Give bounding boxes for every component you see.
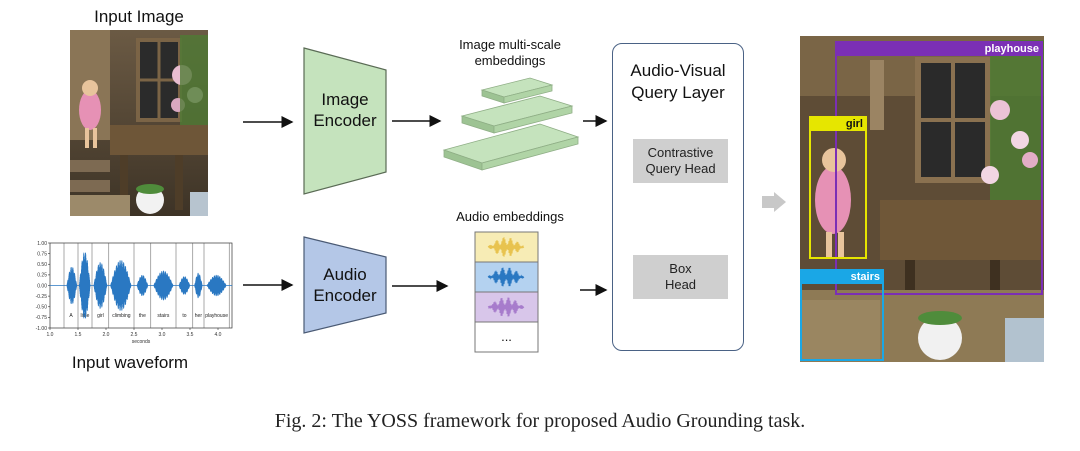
waveform-ytick-label: 0.75: [37, 251, 47, 257]
box-head-line2: Head: [664, 277, 697, 292]
waveform-ytick-label: -1.00: [36, 326, 48, 332]
detection-box-playhouse: [835, 41, 1043, 295]
waveform-ytick-label: 1.00: [37, 241, 47, 247]
image-encoder-label: Image Encoder: [304, 89, 386, 131]
output-arrow: [762, 192, 786, 212]
embedding-slab-medium: [460, 95, 574, 134]
waveform-ytick-label: 0.50: [37, 262, 47, 268]
waveform-xtick-label: 3.5: [187, 332, 194, 338]
waveform-ytick-label: -0.50: [36, 305, 48, 311]
waveform-xtick-label: 3.0: [159, 332, 166, 338]
figure-caption: Fig. 2: The YOSS framework for proposed …: [274, 410, 806, 432]
waveform-word-label: her: [195, 313, 203, 319]
audio-embedding-empty: [474, 321, 539, 353]
input-waveform-label: Input waveform: [71, 353, 189, 372]
audio-visual-query-layer: Audio-Visual Query Layer Contrastive Que…: [612, 43, 744, 351]
query-layer-line2: Query Layer: [631, 83, 725, 102]
waveform-ytick-label: -0.25: [36, 294, 48, 300]
waveform-word-label: A: [69, 313, 73, 319]
waveform-xtick-label: 2.0: [103, 332, 110, 338]
waveform-word-label: stairs: [157, 313, 169, 319]
input-image-label: Input Image: [94, 7, 184, 26]
output-image: [800, 36, 1044, 362]
audio-encoder-label: Audio Encoder: [304, 264, 386, 306]
waveform-xtick-label: 4.0: [215, 332, 222, 338]
detection-label-stairs: stairs: [801, 271, 883, 284]
mini-waveform-0: [487, 237, 525, 257]
input-waveform-plot: 1.00 0.75 0.50 0.25 0.00 -0.25 -0.50 -0.75 -1.00…: [36, 241, 233, 345]
waveform-word-label: the: [139, 313, 146, 319]
waveform-xtick-label: 1.5: [75, 332, 82, 338]
audio-encoder-shape: [303, 236, 387, 334]
image-encoder-shape: [303, 47, 387, 195]
multiscale-label-line2: embeddings: [474, 53, 546, 68]
detection-label-playhouse: playhouse: [836, 43, 1042, 56]
waveform-xtick-label: 2.5: [131, 332, 138, 338]
waveform-word-label: playhouse: [205, 313, 228, 319]
audio-embeddings-label: Audio embeddings: [456, 209, 564, 224]
waveform-ytick-label: -0.75: [36, 315, 48, 321]
contrastive-head-line1: Contrastive: [647, 145, 714, 160]
query-layer-line1: Audio-Visual: [630, 61, 726, 80]
mini-waveform-1: [487, 267, 525, 287]
image-encoder-line1: Image: [321, 90, 369, 109]
audio-encoder-line2: Encoder: [313, 286, 377, 305]
embedding-slab-large: [442, 123, 580, 171]
multiscale-label-line1: Image multi-scale: [459, 37, 561, 52]
audio-encoder-line1: Audio: [323, 265, 367, 284]
waveform-word-label: to: [182, 313, 186, 319]
embedding-slab-small: [480, 77, 554, 104]
waveform-word-label: girl: [97, 313, 104, 319]
mini-waveform-2: [487, 297, 525, 317]
waveform-ytick-label: 0.00: [37, 283, 47, 289]
detection-box-stairs: [800, 269, 884, 361]
waveform-xlabel: seconds: [132, 339, 151, 345]
query-layer-title: Audio-Visual Query Layer: [613, 60, 743, 104]
image-multiscale-embeddings: [442, 77, 580, 171]
image-encoder-line2: Encoder: [313, 111, 377, 130]
box-head-line1: Box: [669, 261, 692, 276]
waveform-signal: [49, 252, 233, 319]
waveform-xtick-label: 1.0: [47, 332, 54, 338]
audio-embeddings-ellipsis: ...: [501, 329, 512, 344]
input-image: [70, 30, 208, 216]
multiscale-embeddings-label: Image multi-scale embeddings: [440, 37, 580, 69]
waveform-word-label: climbing: [112, 313, 131, 319]
audio-embeddings-stack: [474, 231, 539, 353]
detection-label-girl: girl: [810, 118, 866, 131]
contrastive-head-line2: Query Head: [645, 161, 716, 176]
detection-box-girl: [809, 116, 867, 259]
box-head: Box Head: [633, 255, 728, 299]
waveform-ytick-label: 0.25: [37, 273, 47, 279]
contrastive-query-head: Contrastive Query Head: [633, 139, 728, 183]
